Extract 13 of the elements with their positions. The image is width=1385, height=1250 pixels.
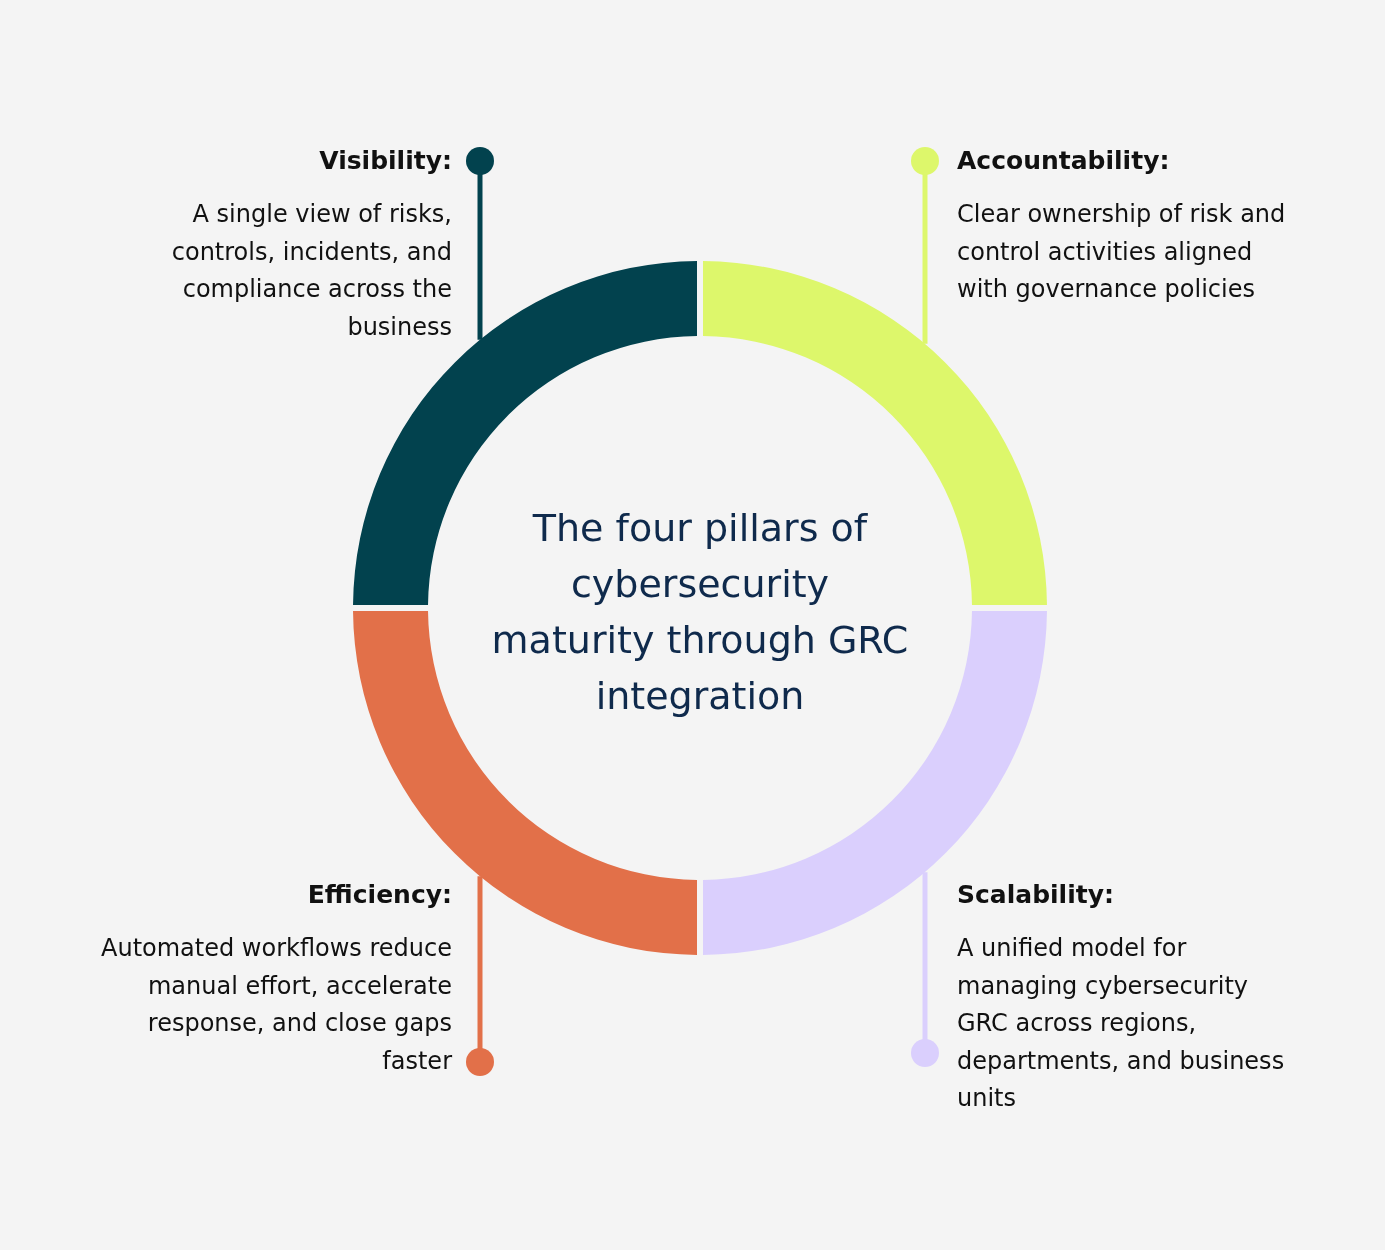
leader-line (911, 147, 939, 344)
pillar-heading: Efficiency: (306, 880, 452, 910)
leader-line (466, 147, 494, 340)
pillar-description: A unified model for managing cybersecurity GRC across regions, departments, and business units (957, 933, 1286, 1114)
pillar-heading: Visibility: (318, 146, 452, 176)
leader-line (911, 872, 939, 1067)
leader-line (466, 876, 494, 1076)
pillar-heading: Accountability: (957, 146, 1171, 176)
pillar-description: A single view of risks, controls, incidents, and compliance across the business (170, 199, 452, 343)
pillar-description: Automated workflows reduce manual effort, accelerate response, and close gaps faster (100, 933, 452, 1077)
pillar-heading: Scalability: (957, 880, 1115, 910)
center-title: The four pillars of cybersecurity maturity through GRC integration (490, 505, 910, 720)
pillar-description: Clear ownership of risk and control activities aligned with governance policies (957, 199, 1287, 305)
